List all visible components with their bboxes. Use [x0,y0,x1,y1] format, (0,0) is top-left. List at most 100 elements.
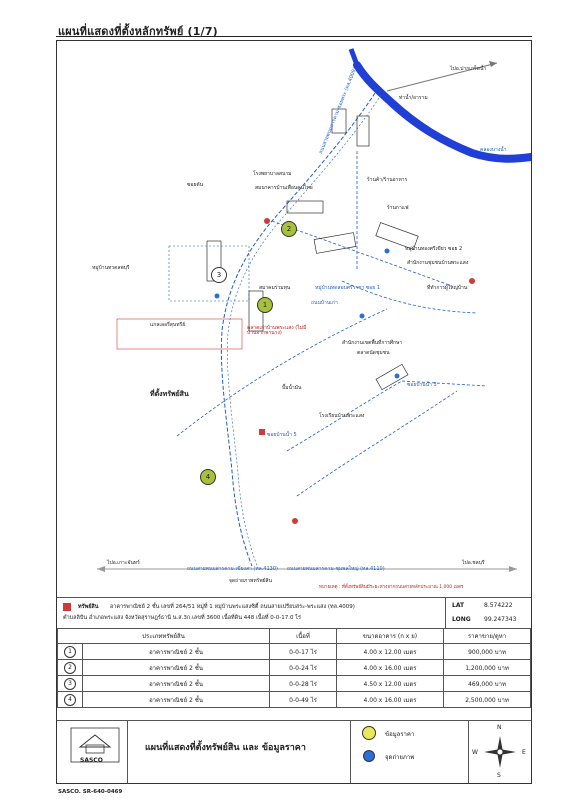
legend-data-icon [362,726,376,740]
compass-e: E [522,749,526,756]
row-number: 3 [64,677,76,690]
canal [353,61,531,163]
label-road-sub: ถนนบ้านเก่า [311,300,338,306]
footer-title: แผนที่แสดงที่ตั้งทรัพย์สิน และ ข้อมูลราค… [145,743,306,753]
table-row: 1 อาคารพาณิชย์ 2 ชั้น 0-0-17 ไร่ 4.00 x … [57,643,531,660]
map-area[interactable]: 1 2 3 4 ไปอ.ปากเกร็ดน้ำ ท่าน้ำ/อาราม คลอ… [57,41,531,594]
asset-desc: อาคารพาณิชย์ 2 ชั้น เลขที่ 264/51 หมู่ที… [110,604,355,610]
village-outline [168,245,250,302]
label-chantaburi-mkt: ท่าน้ำ/อาราม [399,95,428,101]
price-marker-4-number: 4 [205,473,211,481]
footer-divider-2 [350,721,351,783]
footer-divider-3 [468,721,469,783]
legend-photo-icon [363,750,375,762]
cell-size: 4.00 x 12.00 เมตร [336,643,444,660]
label-school4: สำนักงานเขตพื้นที่การศึกษา [342,340,403,346]
row-number: 1 [64,645,76,658]
label-village: หมู่บ้านทวดลพบุรี [92,265,130,271]
cell-area: 0-0-17 ไร่ [269,643,337,660]
label-to-right: ไปอ.ชลบุรี [462,560,485,566]
label-to-left: ไปอ.เกาะจันทร์ [107,560,140,566]
cell-area: 0-0-49 ไร่ [269,691,337,708]
cell-size: 4.50 x 12.00 เมตร [336,675,444,692]
footer-box [57,720,531,784]
subject-zone [116,318,243,350]
photo-points [214,248,400,379]
cell-area: 0-0-28 ไร่ [269,675,337,692]
label-resident: ที่ทำการผู้ใหญ่บ้าน [427,285,468,291]
sasco-logo-icon [70,727,120,763]
label-school2: โรงเรียนบ้านพระแสง [319,413,365,419]
price-marker-2[interactable]: 2 [281,221,297,237]
long-value: 99.247343 [484,616,517,623]
road-east [341,280,478,314]
label-gas: ปั๊มน้ำมัน [282,385,302,391]
label-dead-end: ซอยตัน [187,182,203,188]
label-pak-road2: ถนนสายพนมสารคาม-ชุมพลใหญ่ (ทล.4110) [287,566,385,572]
label-office: สำนักงานชุมชนบ้านพระแสง [407,260,469,266]
price-marker-3-number: 3 [216,271,222,279]
sasco-logo-text: SASCO [80,757,103,764]
table-row: 4 อาคารพาณิชย์ 2 ชั้น 0-0-49 ไร่ 4.00 x … [57,691,531,708]
compass-icon [484,736,516,768]
label-pak-road: ถนนสายพนมสารคาม-เขียงสา (ทล.4130) [187,566,278,572]
label-soi-5: ซอยบ้านน้ำ 5 [267,432,297,438]
price-table: ประเภททรัพย์สิน เนื้อที่ ขนาดอาคาร (ก x … [57,628,531,708]
label-shop-a: สมนาคารบ้านเพื่อนคนไทย [255,185,313,191]
header-line [56,36,532,37]
compass-n: N [497,724,502,731]
road-diag-4 [286,380,403,452]
table-row: 3 อาคารพาณิชย์ 2 ชั้น 0-0-28 ไร่ 4.50 x … [57,675,531,692]
asset-label: ทรัพย์สิน [78,604,99,610]
label-school3: แกลเลอรี่สุนทรีย์ [150,322,186,328]
cell-type: อาคารพาณิชย์ 2 ชั้น [82,643,270,660]
page-frame [56,40,532,784]
cell-type: อาคารพาณิชย์ 2 ชั้น [82,659,270,676]
long-label: LONG [452,616,471,623]
label-subject-box: ตลาดเก่าบ้านพระแสง (ไม่มีบ้านจากพานาง) [247,325,307,336]
road-arrow-top [386,62,498,92]
cell-price: 1,200,000 บาท [443,659,531,676]
cell-type: อาคารพาณิชย์ 2 ชั้น [82,691,270,708]
col-header-area: เนื้อที่ [269,628,337,644]
price-marker-1[interactable]: 1 [257,297,273,313]
label-subject-name: ที่ตั้งทรัพย์สิน [150,390,189,398]
header-title: แผนที่แสดงที่ตั้งหลักทรัพย์ (1/7) [58,25,218,38]
col-header-price: ราคาขาย/ดูหา [443,628,531,644]
label-cafe: ร้านกาแฟ [387,205,409,211]
compass-s: S [497,772,501,779]
col-header-type: ประเภททรัพย์สิน [57,628,270,644]
footer-divider-1 [127,721,128,783]
price-table-header: ประเภททรัพย์สิน เนื้อที่ ขนาดอาคาร (ก x … [57,628,531,644]
legend-photo-label: จุดถ่ายภาพ [385,754,415,761]
label-to-prachinburi: ไปอ.ปากเกร็ดน้ำ [450,66,487,72]
cell-size: 4.00 x 16.00 เมตร [336,691,444,708]
cell-price: 2,500,000 บาท [443,691,531,708]
table-row: 2 อาคารพาณิชย์ 2 ชั้น 0-0-24 ไร่ 4.00 x … [57,659,531,676]
road-diag-3 [296,390,458,497]
asset-swatch [63,603,71,611]
doc-reference: SASCO. SR-640-0469 [58,789,123,795]
label-soi-3: ซอยบ้านน้ำ 3 [407,382,437,388]
price-marker-1-number: 1 [262,301,268,309]
label-small-note: หมายเหตุ : ที่ตั้งทรัพย์สินมีระยะห่างจาก… [319,585,464,590]
road-soi-5 [401,380,488,387]
asset-location: ตำบลลิปัน อำเภอพระแสง จังหวัดสุราษฎร์ธาน… [63,615,301,621]
cell-size: 4.00 x 16.00 เมตร [336,659,444,676]
canal-tributary [348,48,360,66]
compass-w: W [472,749,478,756]
label-temple: ร้านค้า/ร้านอาหาร [367,177,408,183]
label-soi-1: หมู่บ้านทดสอบศรีราชา ซอย 1 [315,285,381,291]
row-number: 4 [64,693,76,706]
road-4009 [220,92,376,567]
cell-area: 0-0-24 ไร่ [269,659,337,676]
road-soi-1 [271,220,453,287]
cell-type: อาคารพาณิชย์ 2 ชั้น [82,675,270,692]
label-market: ตลาดนัดชุมชน [357,350,390,356]
legend-top-line [57,597,531,598]
col-header-size: ขนาดอาคาร (ก x ย) [336,628,444,644]
price-marker-3[interactable]: 3 [211,267,227,283]
lat-label: LAT [452,602,465,609]
row-number: 2 [64,661,76,674]
price-marker-4[interactable]: 4 [200,469,216,485]
